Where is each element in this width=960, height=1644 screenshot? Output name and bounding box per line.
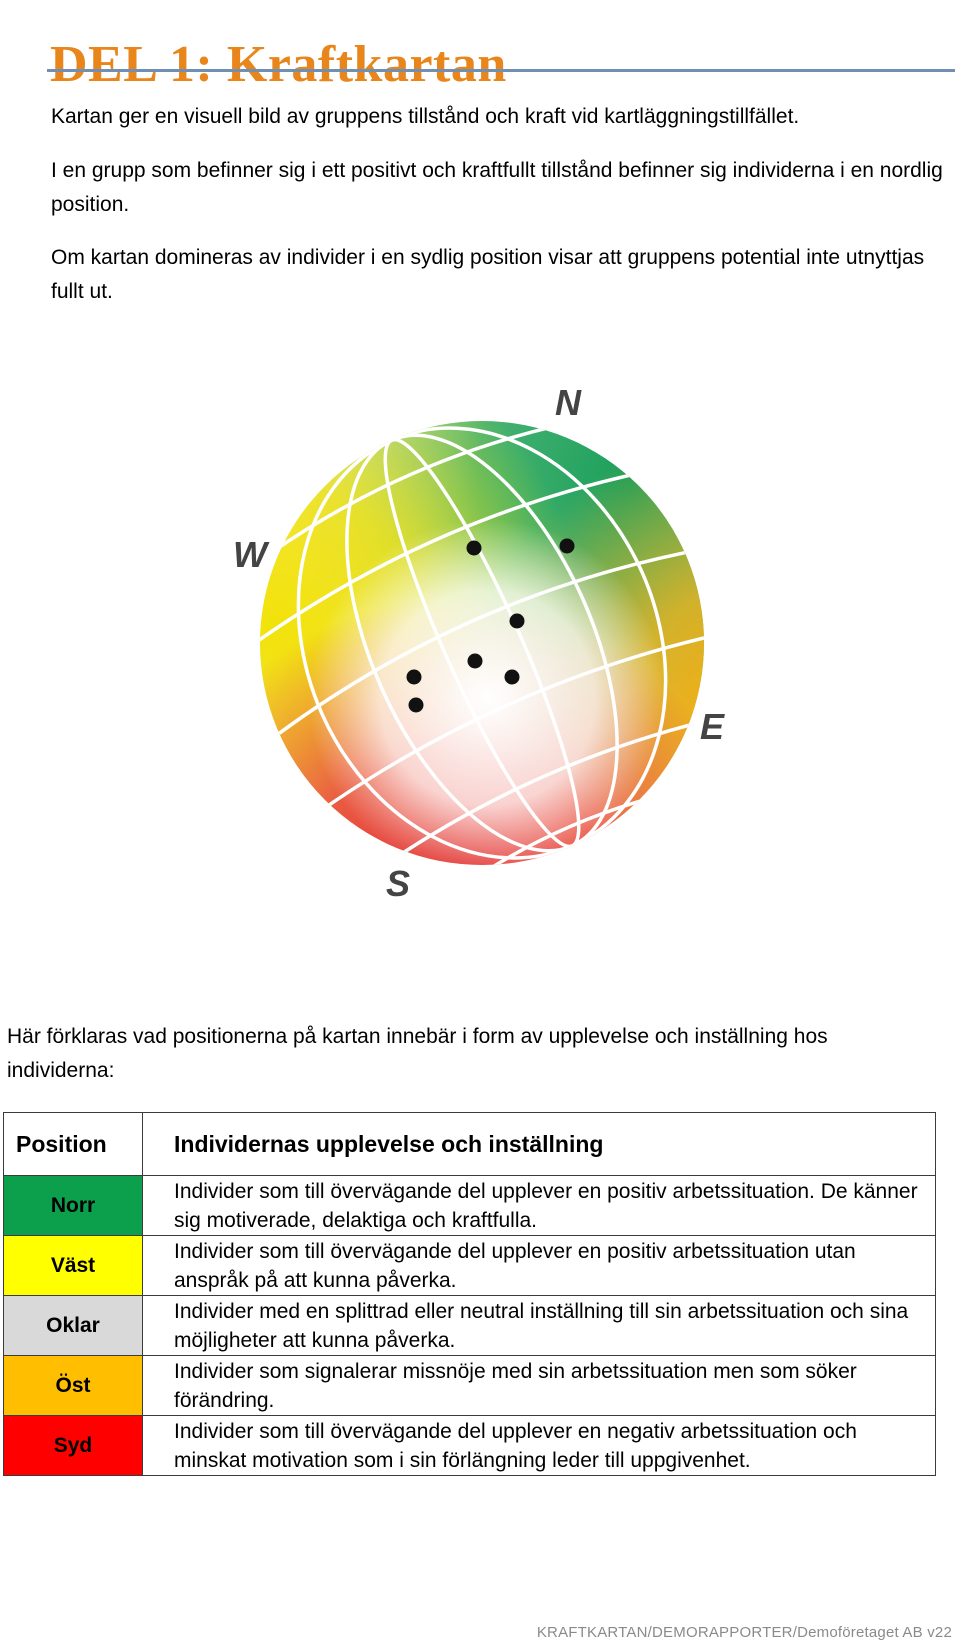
individual-dot <box>509 613 525 629</box>
position-cell: Öst <box>3 1355 143 1416</box>
position-cell: Oklar <box>3 1295 143 1356</box>
header-position: Position <box>3 1112 143 1176</box>
header-description: Individernas upplevelse och inställning <box>142 1112 936 1176</box>
page-footer: KRAFTKARTAN/DEMORAPPORTER/Demoföretaget … <box>536 1624 952 1641</box>
individual-dot <box>559 538 575 554</box>
description-cell: Individer med en splittrad eller neutral… <box>142 1295 936 1356</box>
compass-south-label: S <box>386 863 410 904</box>
description-cell: Individer som till övervägande del upple… <box>142 1175 936 1236</box>
globe-graphic: N W E S <box>233 382 725 904</box>
compass-east-label: E <box>700 706 725 747</box>
position-cell: Syd <box>3 1415 143 1476</box>
individual-dot <box>466 540 482 556</box>
individual-dot <box>504 669 520 685</box>
compass-west-label: W <box>233 534 270 575</box>
description-cell: Individer som signalerar missnöje med si… <box>142 1355 936 1416</box>
power-map-globe: N W E S <box>230 382 790 950</box>
intro-paragraph-2: I en grupp som befinner sig i ett positi… <box>51 159 943 216</box>
intro-paragraph-1: Kartan ger en visuell bild av gruppens t… <box>51 105 800 128</box>
individual-dot <box>406 669 422 685</box>
position-cell: Väst <box>3 1235 143 1296</box>
page-title: DEL 1: Kraftkartan <box>50 35 507 93</box>
position-table: Position Individernas upplevelse och ins… <box>3 1112 936 1476</box>
description-cell: Individer som till övervägande del upple… <box>142 1235 936 1296</box>
position-cell: Norr <box>3 1175 143 1236</box>
individual-dot <box>467 653 483 669</box>
intro-paragraph-3: Om kartan domineras av individer i en sy… <box>51 246 925 303</box>
compass-north-label: N <box>555 390 582 423</box>
individual-dot <box>408 697 424 713</box>
table-intro: Här förklaras vad positionerna på kartan… <box>7 1025 828 1082</box>
description-cell: Individer som till övervägande del upple… <box>142 1415 936 1476</box>
title-divider <box>47 69 955 72</box>
